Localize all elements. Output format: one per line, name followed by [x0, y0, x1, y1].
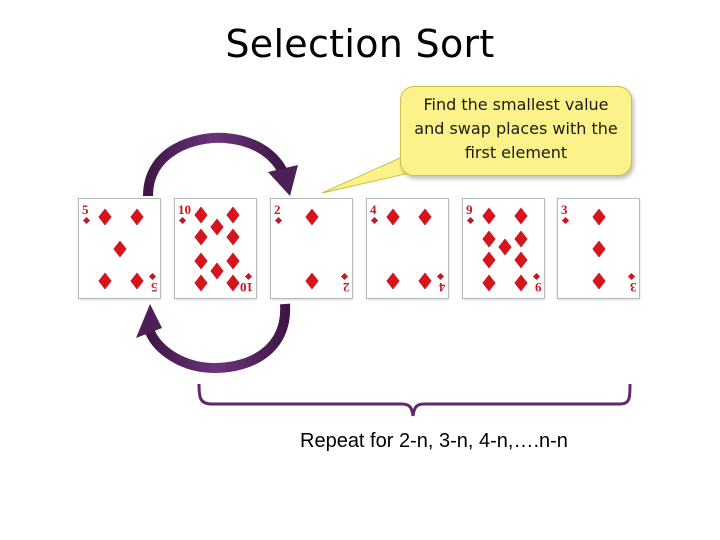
playing-card-10: 10 10	[174, 198, 257, 299]
card-rank: 4	[370, 202, 377, 217]
callout-line-3: first element	[464, 143, 568, 162]
slide-title: Selection Sort	[225, 22, 495, 66]
card-rank: 2	[274, 202, 281, 217]
callout-line-2: and swap places with the	[414, 119, 618, 138]
card-rank: 9	[466, 202, 473, 217]
playing-card-2: 2 2	[270, 198, 353, 299]
playing-card-3: 3 3	[557, 198, 640, 299]
top-curved-arrow-icon	[143, 132, 298, 197]
callout-line-1: Find the smallest value	[423, 95, 609, 114]
card-rank: 3	[561, 202, 568, 217]
callout-text: Find the smallest value and swap places …	[401, 93, 631, 165]
playing-card-9: 9 9	[462, 198, 545, 299]
card-rank: 5	[82, 202, 89, 217]
bottom-curved-arrow-icon	[136, 303, 291, 374]
callout-box: Find the smallest value and swap places …	[400, 86, 632, 176]
playing-card-5: 5 5	[78, 198, 161, 299]
playing-card-4: 4 4	[366, 198, 449, 299]
repeat-bracket	[197, 383, 632, 417]
card-rank: 10	[178, 202, 191, 217]
repeat-label: Repeat for 2-n, 3-n, 4-n,….n-n	[300, 430, 568, 452]
